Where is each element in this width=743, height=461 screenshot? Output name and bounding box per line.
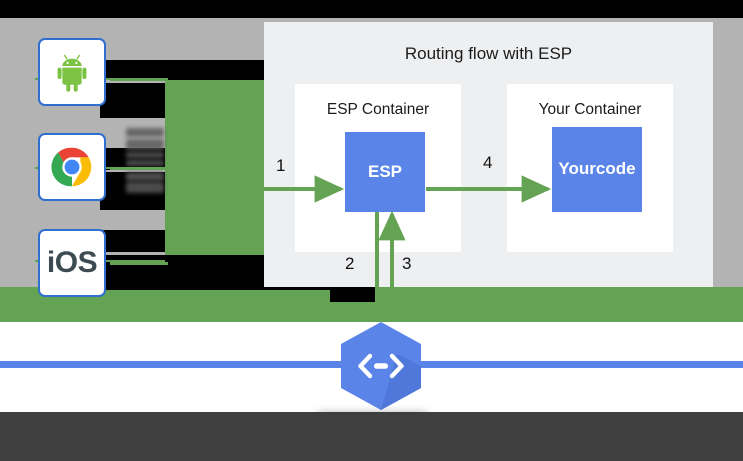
blurred-strip	[100, 210, 165, 230]
arrow-label-2: 2	[345, 254, 355, 273]
connector-stub-chrome	[110, 167, 168, 170]
blurred-text	[126, 172, 164, 181]
connector-stub-ios	[110, 262, 168, 265]
api-hexagon-icon[interactable]	[337, 320, 425, 412]
redaction-block	[100, 232, 165, 252]
your-container-label: Your Container	[538, 101, 642, 118]
arrow-label-3: 3	[402, 254, 412, 273]
arrow-2-leg	[377, 287, 381, 322]
blurred-text	[126, 139, 164, 150]
bottom-dark-overlay	[0, 412, 743, 461]
your-code-line2: code	[595, 159, 636, 179]
your-container-panel: Your Container Your code	[507, 84, 673, 252]
esp-container-label: ESP Container	[326, 101, 430, 118]
arrow-label-4: 4	[483, 153, 493, 172]
your-code-line1: Your	[558, 159, 596, 179]
blurred-text	[126, 128, 164, 137]
esp-box[interactable]: ESP	[345, 132, 425, 212]
ios-label: iOS	[46, 246, 98, 279]
chrome-client-icon[interactable]	[38, 133, 106, 201]
blurred-text	[126, 160, 164, 166]
connector-stub-android	[110, 78, 168, 81]
arrow-1-tail	[186, 165, 266, 169]
arrow-label-1: 1	[276, 156, 286, 175]
esp-container-panel: ESP Container ESP	[295, 84, 461, 252]
redaction-block	[330, 286, 375, 302]
your-code-box[interactable]: Your code	[552, 127, 642, 212]
redaction-block	[100, 60, 265, 80]
redaction-block	[100, 83, 165, 118]
routing-flow-diagram: Routing flow with ESP ESP Container ESP …	[264, 22, 713, 287]
top-black-bar	[0, 0, 743, 18]
diagram-title: Routing flow with ESP	[404, 44, 573, 63]
blurred-text	[126, 152, 164, 158]
blurred-text	[126, 182, 164, 193]
android-client-icon[interactable]	[38, 38, 106, 106]
arrow-3-leg	[392, 287, 396, 322]
ios-client-icon[interactable]: iOS	[38, 229, 106, 297]
